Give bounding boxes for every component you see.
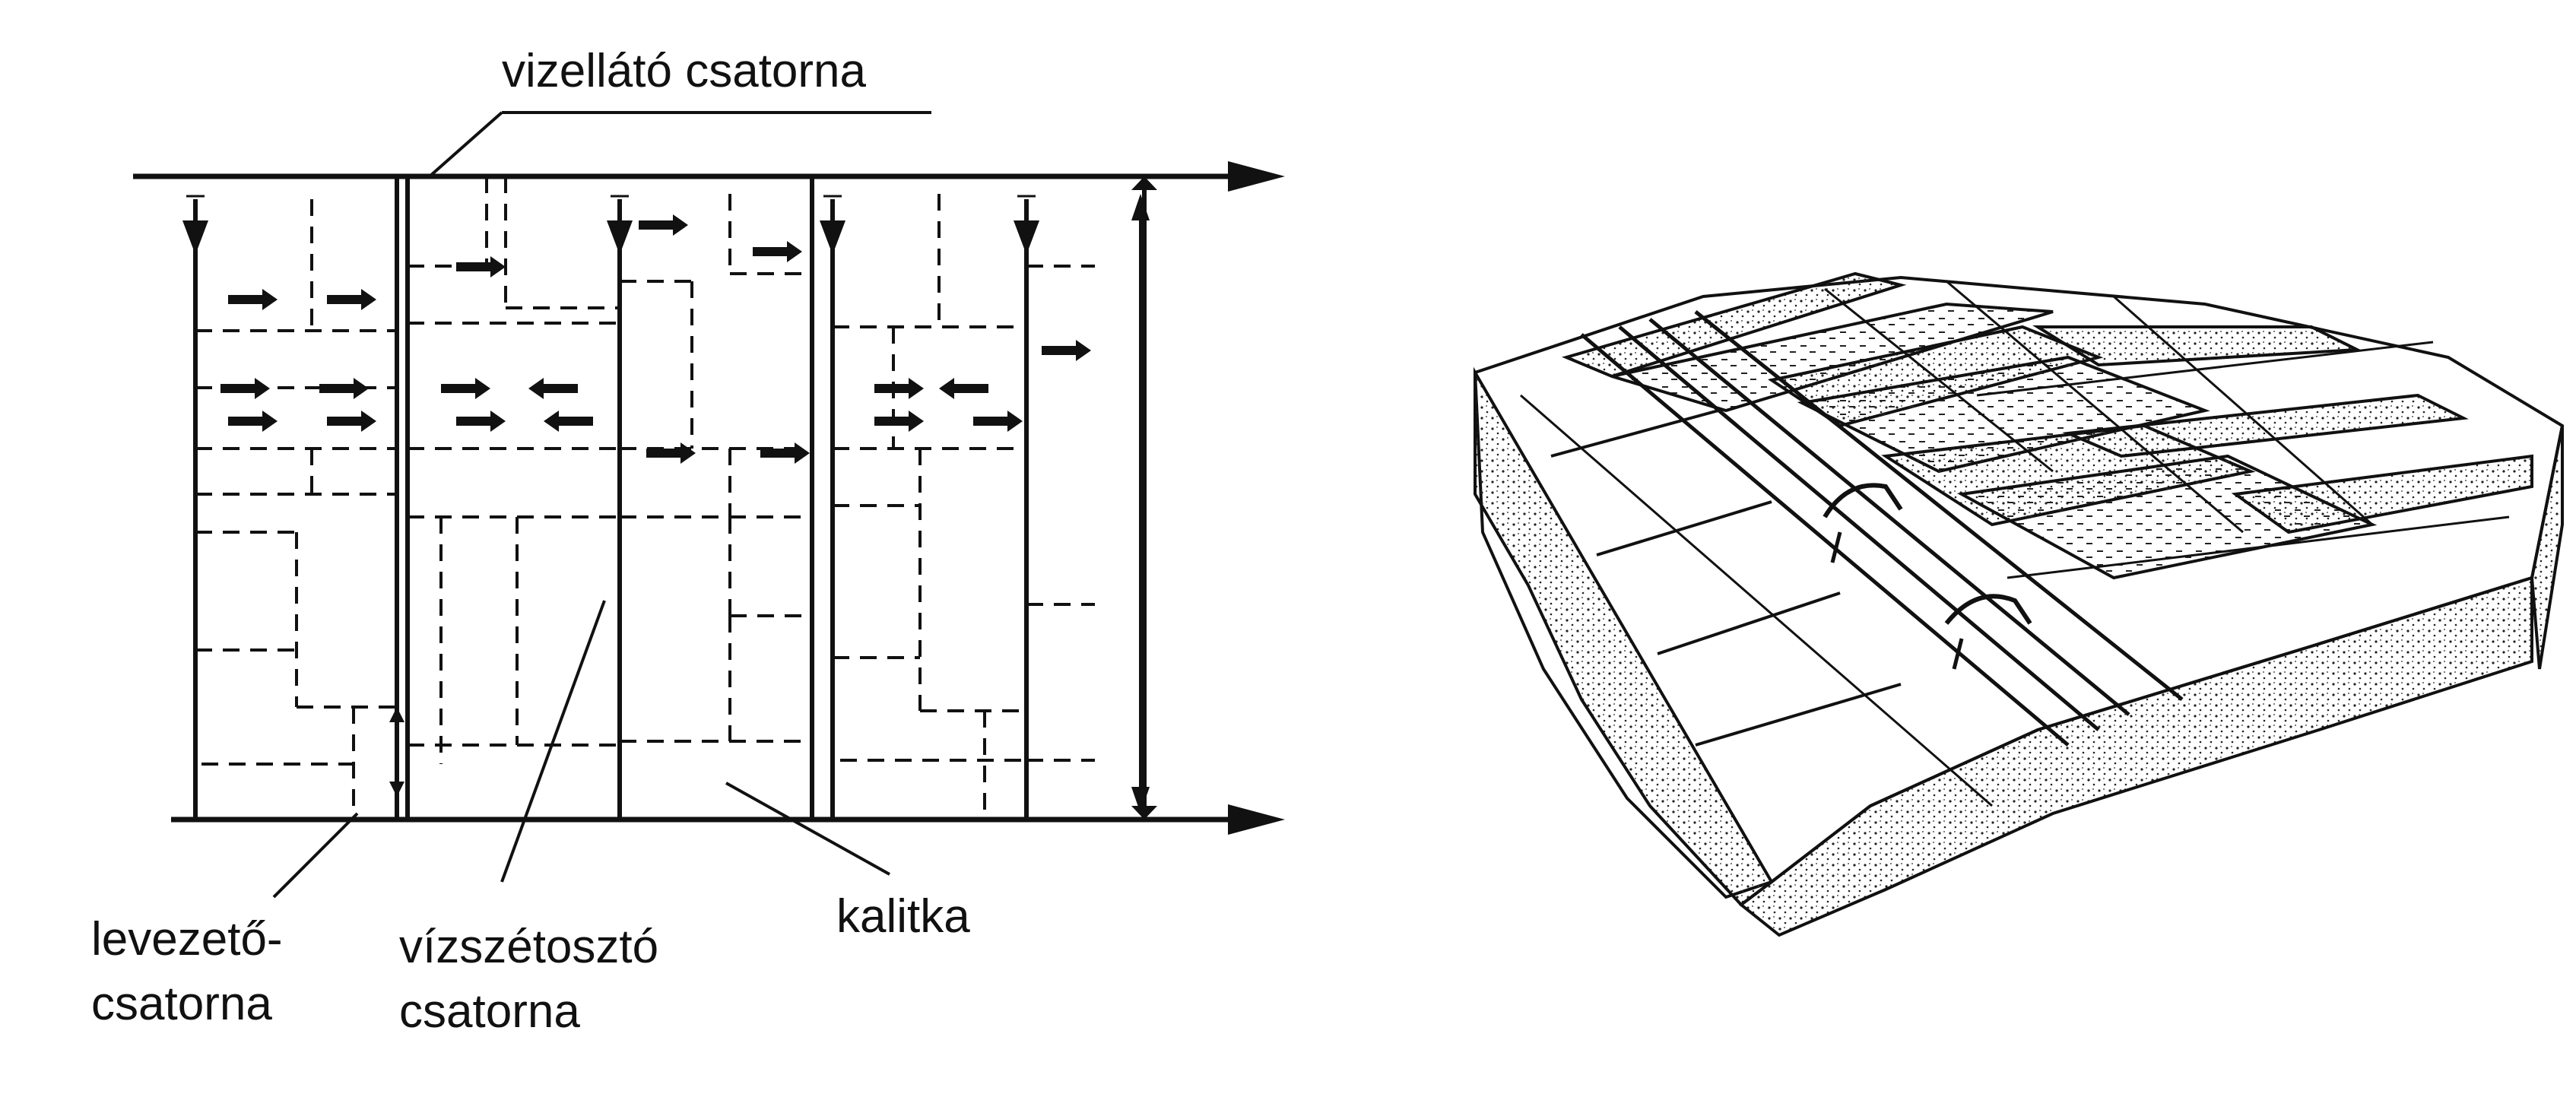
field-block-illustration — [1473, 271, 2565, 937]
supply-leader-line — [428, 111, 503, 178]
drain-channel-label-line1: levezető- — [91, 913, 283, 966]
cage-leader-line — [725, 782, 890, 876]
supply-channel-label: vizellátó csatorna — [502, 45, 867, 97]
distributor-leader-line — [500, 600, 606, 883]
drain-channel-label-line2: csatorna — [91, 978, 272, 1030]
distributor-channel-label-line1: vízszétosztó — [399, 921, 659, 973]
drain-arrow-icon — [1228, 804, 1285, 835]
supply-arrow-icon — [1228, 161, 1285, 192]
cage-label: kalitka — [836, 890, 970, 943]
distributor-channel-label-line2: csatorna — [399, 985, 580, 1038]
drain-leader-line — [272, 812, 359, 899]
plan-frame — [133, 111, 1285, 899]
